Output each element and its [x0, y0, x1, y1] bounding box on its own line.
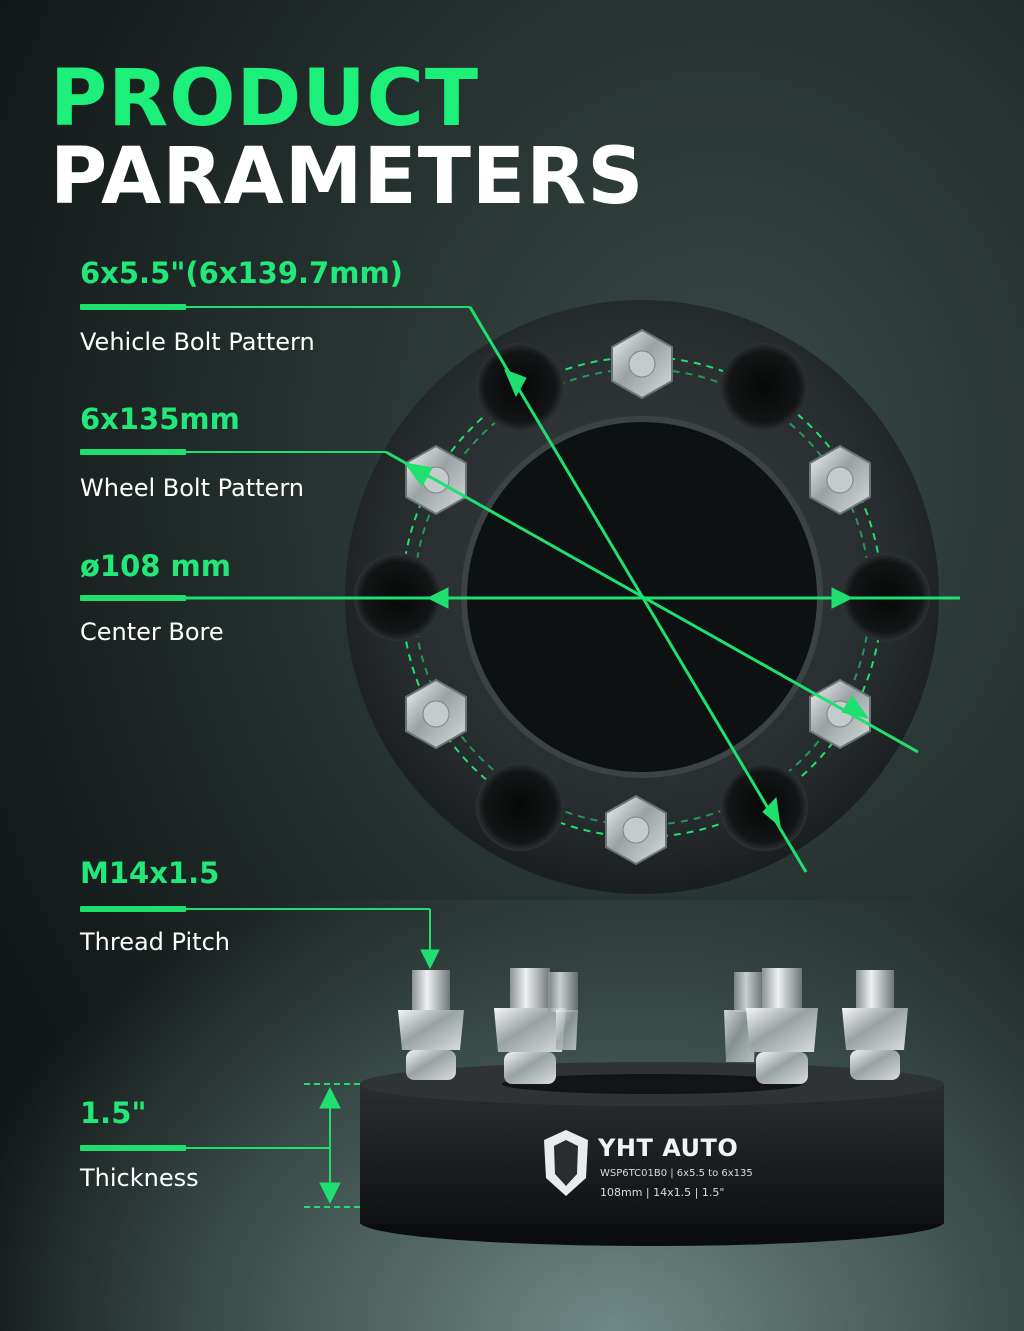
center-bore-label: Center Bore — [80, 618, 224, 646]
arrow-head — [841, 695, 870, 719]
lug-hole — [476, 763, 564, 851]
vehicle-bolt-pattern-label: Vehicle Bolt Pattern — [80, 328, 315, 356]
thread-pitch-label: Thread Pitch — [80, 928, 230, 956]
lug-nut — [605, 794, 667, 866]
wheel-bolt-pattern-label: Wheel Bolt Pattern — [80, 474, 304, 502]
brand-spec-line-1: WSP6TC01B0 | 6x5.5 to 6x135 — [600, 1168, 753, 1179]
lug-hole — [720, 343, 808, 431]
arrow-head — [420, 949, 440, 970]
title-line-2: PARAMETERS — [50, 132, 645, 222]
thickness-value: 1.5" — [80, 1096, 147, 1130]
wheel-bolt-pattern-value: 6x135mm — [80, 402, 240, 436]
lug-hole — [720, 763, 808, 851]
brand-spec-line-2: 108mm | 14x1.5 | 1.5" — [600, 1186, 725, 1199]
accent-bar — [80, 595, 186, 601]
stud — [842, 970, 908, 1080]
lug-nut — [405, 678, 467, 750]
brand-name: YHT AUTO — [598, 1134, 739, 1162]
stud — [398, 970, 464, 1080]
arrow-head — [504, 369, 527, 398]
thread-pitch-value: M14x1.5 — [80, 856, 220, 890]
spacer-side-view — [360, 968, 944, 1246]
center-bore-value: ø108 mm — [80, 549, 231, 583]
accent-bar — [80, 906, 186, 912]
stud — [548, 972, 578, 1050]
thickness-label: Thickness — [80, 1164, 199, 1192]
measurement-lines — [186, 306, 960, 1208]
arrow-head — [319, 1182, 341, 1205]
brand-logo-icon — [544, 1130, 588, 1196]
accent-bar — [80, 1145, 186, 1151]
accent-bar — [80, 449, 186, 455]
arrow-head — [831, 587, 854, 609]
vehicle-bolt-pattern-value: 6x5.5"(6x139.7mm) — [80, 256, 403, 290]
lug-nut — [809, 444, 871, 516]
lug-nut — [611, 328, 673, 400]
stud — [746, 968, 818, 1084]
arrow-head — [403, 462, 433, 487]
title-line-1: PRODUCT — [50, 54, 480, 144]
arrow-head — [426, 587, 449, 609]
arrow-head — [762, 796, 781, 828]
arrow-head — [319, 1086, 341, 1109]
accent-bar — [80, 304, 186, 310]
stud — [494, 968, 566, 1084]
